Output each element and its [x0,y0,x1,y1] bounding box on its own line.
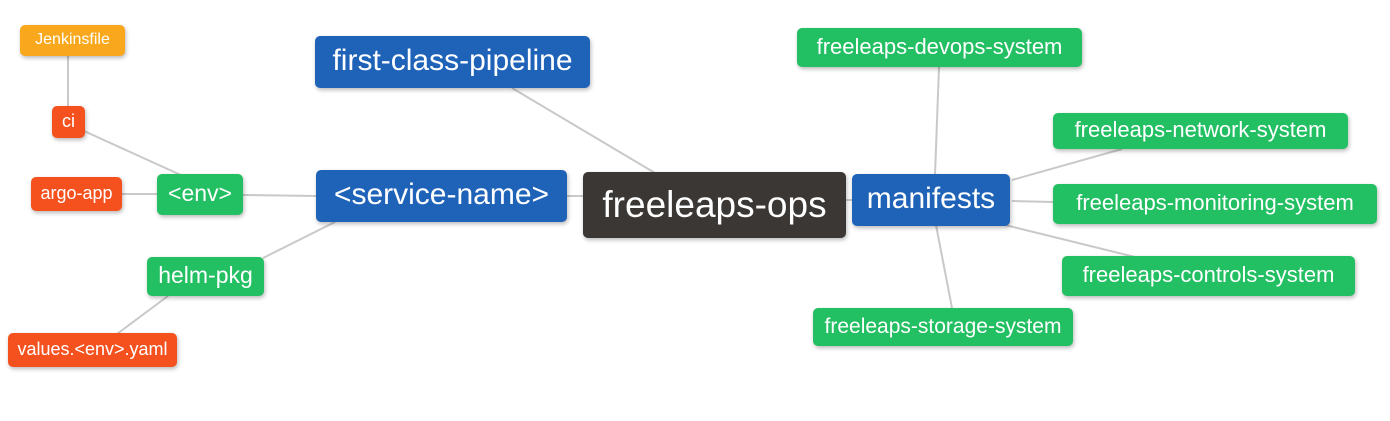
edge-devops-system-to-manifests [934,66,940,176]
node-argo-app[interactable]: argo-app [31,177,122,211]
node-label-controls-system: freeleaps-controls-system [1082,262,1335,287]
node-monitoring-system[interactable]: freeleaps-monitoring-system [1053,184,1377,224]
edge-env-to-service-name [242,194,318,197]
node-label-argo-app: argo-app [40,183,113,203]
node-label-first-class-pipeline: first-class-pipeline [332,44,573,77]
edge-helm-pkg-to-values-env-yaml [116,295,169,335]
node-label-ci: ci [62,111,75,131]
edge-first-class-pipeline-to-freeleaps-ops [511,87,656,174]
node-label-jenkinsfile: Jenkinsfile [35,30,110,48]
node-network-system[interactable]: freeleaps-network-system [1053,113,1348,149]
node-jenkinsfile[interactable]: Jenkinsfile [20,25,125,56]
node-label-env: <env> [168,180,232,206]
node-label-manifests: manifests [866,182,996,215]
node-service-name[interactable]: <service-name> [316,170,567,222]
node-first-class-pipeline[interactable]: first-class-pipeline [315,36,590,88]
edge-ci-to-env [83,130,184,177]
node-label-monitoring-system: freeleaps-monitoring-system [1076,190,1354,215]
node-label-devops-system: freeleaps-devops-system [816,33,1063,59]
node-storage-system[interactable]: freeleaps-storage-system [813,308,1073,346]
node-label-values-env-yaml: values.<env>.yaml [17,339,168,359]
node-ci[interactable]: ci [52,106,85,138]
edge-service-name-to-helm-pkg [262,221,336,259]
node-env[interactable]: <env> [157,174,243,215]
node-label-network-system: freeleaps-network-system [1074,117,1327,142]
node-devops-system[interactable]: freeleaps-devops-system [797,28,1082,67]
node-controls-system[interactable]: freeleaps-controls-system [1062,256,1355,296]
node-helm-pkg[interactable]: helm-pkg [147,257,264,296]
node-values-env-yaml[interactable]: values.<env>.yaml [8,333,177,367]
node-freeleaps-ops[interactable]: freeleaps-ops [583,172,846,238]
edge-manifests-to-network-system [1011,148,1123,181]
node-label-helm-pkg: helm-pkg [158,262,253,288]
node-manifests[interactable]: manifests [852,174,1010,226]
edge-manifests-to-storage-system [935,224,953,309]
node-label-freeleaps-ops: freeleaps-ops [602,183,827,225]
edge-manifests-to-controls-system [1004,224,1136,258]
node-label-storage-system: freeleaps-storage-system [824,314,1062,338]
node-label-service-name: <service-name> [333,178,550,211]
edge-manifests-to-monitoring-system [1011,200,1054,203]
